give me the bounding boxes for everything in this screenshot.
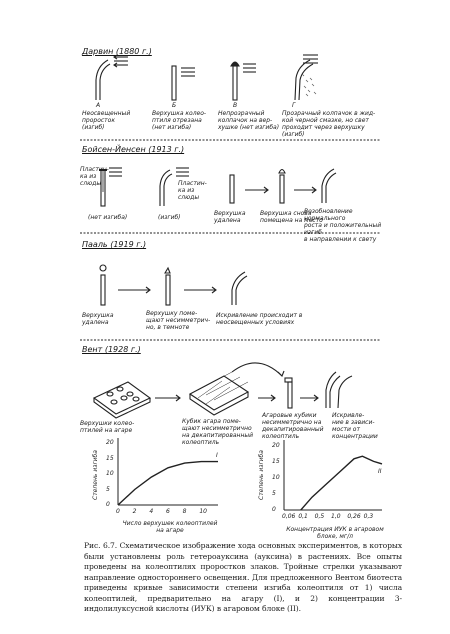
boysen-replaced	[279, 174, 285, 204]
chart2-xtick: 1,0	[331, 513, 341, 520]
went-bent-2	[337, 375, 353, 409]
went-bent-1	[325, 371, 337, 408]
paal-title: Пааль (1919 г.)	[82, 240, 147, 249]
chart2-ylabel: Степень изгиба	[258, 450, 265, 500]
darwin-letter-b: Б	[172, 102, 177, 109]
chart2-xtick: 0,1	[298, 513, 308, 520]
went-step2: Кубик агара поме- щают несимметрично на …	[182, 418, 254, 446]
chart1-ytick: 0	[106, 501, 110, 508]
light-arrows-bj2	[176, 167, 189, 177]
chart2-ytick: 20	[272, 442, 280, 449]
darwin-title: Дарвин (1880 г.)	[82, 47, 152, 56]
went-coleoptile	[287, 381, 293, 409]
chart2-series-label: II	[378, 468, 382, 475]
boysen-bent	[321, 168, 335, 203]
light-arrows-v	[243, 63, 256, 73]
darwin-label-v: Непрозрачный колпачок на вер- хушке (нет…	[218, 110, 280, 131]
darwin-label-b: Верхушка колео- птиля отрезана (нет изги…	[152, 110, 207, 131]
figure-caption: Рис. 6.7. Схематическое изображение хода…	[84, 541, 402, 615]
paal-tip	[99, 264, 107, 272]
went-step1: Верхушки колео- птилей на агаре	[80, 420, 135, 434]
chart1-ytick: 5	[106, 485, 110, 493]
paal-asym	[165, 274, 171, 306]
darwin-seedling-a	[95, 59, 109, 100]
coleoptile-tips	[106, 386, 140, 405]
chart2-ytick: 0	[272, 506, 276, 513]
darwin-letter-v: В	[233, 102, 238, 109]
darwin-seedling-v	[232, 65, 238, 101]
light-arrows-g	[303, 54, 318, 64]
bj-result-left: (нет изгиба)	[88, 214, 128, 221]
chart1-ytick: 15	[106, 454, 114, 462]
mica-label-left: Пластин- ка из слюды	[80, 166, 109, 187]
chart2-ytick: 10	[272, 474, 280, 481]
chart2-curve-II	[300, 455, 383, 511]
boysen-seedling-2	[159, 169, 171, 206]
light-arrows-bj1	[109, 167, 122, 177]
chart2-xtick: 0,06	[282, 513, 296, 520]
chart2-ytick: 15	[272, 458, 280, 465]
bj-block-restored: Возобновление нормального роста и положи…	[304, 208, 382, 243]
light-arrows-b	[181, 67, 195, 77]
chart1-ytick: 10	[106, 470, 114, 477]
sand-texture	[301, 73, 317, 97]
paal-bent	[231, 271, 246, 305]
chart-2	[283, 440, 383, 511]
chart1-ytick: 20	[106, 439, 114, 446]
boysen-title: Бойсен-Йенсен (1913 г.)	[82, 145, 185, 154]
chart1-xtick: 2	[132, 508, 137, 515]
chart1-xtick: 8	[182, 508, 187, 515]
bj-tip-replaced: Верхушка снова помещена на место	[260, 210, 323, 224]
darwin-letter-g: Г	[292, 102, 296, 109]
boysen-decapitated	[229, 174, 235, 204]
paal-tip-removed: Верхушка удалена	[82, 312, 114, 326]
chart-1	[117, 438, 218, 506]
chart1-xtick: 10	[199, 508, 207, 515]
bj-tip-removed: Верхушка удалена	[214, 210, 246, 224]
agar-grid	[197, 371, 249, 405]
darwin-seedling-g	[294, 59, 311, 101]
went-step4: Искривле- ние в зависи- мости от концент…	[332, 412, 378, 440]
darwin-letter-a: А	[96, 102, 101, 109]
chart1-xtick: 4	[149, 508, 154, 515]
light-arrows-a	[113, 54, 128, 68]
darwin-label-g: Прозрачный колпачок в жид- кой черной см…	[282, 110, 376, 138]
chart1-curve-I	[117, 460, 218, 506]
chart1-xlabel: Число верхушек колеоптилей на агаре	[122, 520, 218, 534]
mica-label-right: Пластин- ка из слюды	[178, 180, 207, 201]
went-step3: Агаровые кубики несимметрично на декапит…	[262, 412, 324, 440]
darwin-seedling-b	[171, 65, 177, 101]
chart2-xtick: 0,26	[347, 513, 361, 520]
transfer-arc	[231, 362, 283, 377]
caption-text: Схематическое изображение хода основных …	[84, 541, 402, 613]
chart1-series-label: I	[216, 452, 218, 459]
darwin-seedling-a-2	[99, 63, 111, 100]
chart2-ytick: 5	[272, 490, 276, 497]
chart2-xtick: 0,3	[363, 513, 374, 520]
darwin-label-a: Неосвещенный проросток (изгиб)	[82, 110, 131, 131]
paal-curve: Искривление происходит в неосвещенных ус…	[216, 312, 303, 326]
chart1-xtick: 6	[166, 508, 170, 515]
chart1-xtick: 0	[116, 508, 120, 515]
chart2-xlabel: Концентрация ИУК в агаровом блоке, мг/л	[286, 526, 384, 540]
went-title: Вент (1928 г.)	[82, 345, 141, 354]
opaque-cap	[230, 61, 240, 67]
bj-result-right: (изгиб)	[158, 214, 181, 221]
caption-head: Рис. 6.7.	[84, 541, 118, 550]
paal-decapitated	[100, 274, 106, 306]
chart1-ylabel: Степень изгиба	[92, 450, 99, 500]
chart2-xtick: 0,5	[314, 513, 325, 520]
paal-tip-asym: Верхушку поме- щают несимметрич- но, в т…	[146, 310, 211, 331]
